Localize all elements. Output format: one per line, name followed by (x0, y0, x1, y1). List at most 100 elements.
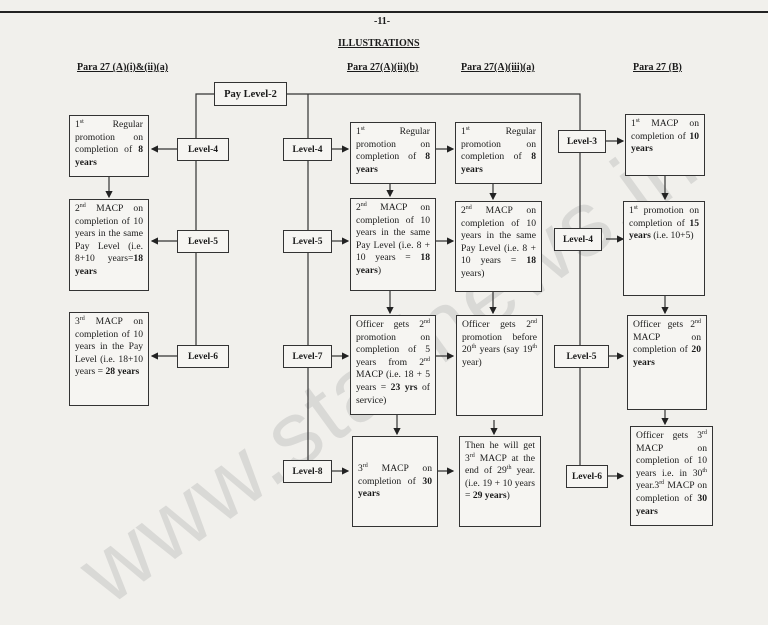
bold-text: 28 years (105, 366, 140, 378)
text-segment: ) (506, 490, 510, 502)
ordinal-suffix: rd (469, 452, 475, 459)
text-segment: of service) (356, 381, 430, 406)
ordinal-suffix: th (702, 467, 707, 474)
illustration-box: 2nd MACP on completion of 10 years in th… (69, 199, 149, 291)
ordinal-suffix: st (360, 125, 365, 132)
ordinal-suffix: th (471, 344, 477, 350)
ordinal-suffix: nd (424, 356, 430, 363)
level-box: Level-4 (554, 228, 602, 251)
text-segment: years (say 19 (476, 344, 533, 356)
illustration-box: 1st MACP on completion of 10 years (625, 114, 705, 176)
ordinal-suffix: rd (79, 315, 85, 322)
illustration-box: 1st Regular promotion on completion of 8… (69, 115, 149, 177)
illustration-box: 3rd MACP on completion of 10 years in th… (69, 312, 149, 406)
bold-text: 30 years (358, 475, 432, 500)
bold-text: 20 years (633, 344, 701, 368)
text-segment: 2 (356, 202, 361, 213)
illustration-box: Officer gets 2nd MACP on completion of 2… (627, 315, 707, 410)
bold-text: 18 (526, 255, 536, 267)
text-segment: 2 (75, 203, 80, 214)
text-segment: MACP on completion of 10 years in the Pa… (75, 316, 143, 378)
level-box: Level-4 (177, 138, 229, 161)
text-segment: (i.e. 10+5) (650, 230, 694, 242)
text-segment: promotion on completion of (629, 205, 699, 229)
text-segment: Officer gets 2 (462, 319, 531, 330)
bold-text: 8 years (461, 151, 536, 175)
level-box: Level-8 (283, 460, 332, 483)
text-segment: Officer gets 3 (636, 430, 702, 441)
ordinal-suffix: rd (702, 429, 707, 436)
text-segment: MACP on completion of 10 years in the sa… (356, 202, 430, 264)
illustration-box: 2nd MACP on completion of 10 years in th… (350, 198, 436, 291)
text-segment: 1 (356, 126, 361, 137)
text-segment: promotion on completion of 5 years from … (356, 331, 430, 368)
text-segment: MACP on completion of (631, 118, 699, 142)
bold-text: 10 years (631, 130, 699, 155)
text-segment: MACP on completion of (358, 463, 432, 487)
text-segment: MACP on completion of (633, 331, 701, 356)
text-segment: 3 (75, 316, 80, 327)
bold-text: 18 years (356, 252, 430, 276)
text-segment: Regular promotion on completion of (75, 119, 143, 156)
text-segment: year.3 (636, 480, 660, 492)
ordinal-suffix: st (633, 204, 638, 211)
bold-text: 8 years (75, 144, 143, 168)
text-segment: Then he will get 3 (465, 440, 535, 464)
ordinal-suffix: nd (360, 201, 367, 208)
text-segment: promotion before 20 (462, 331, 537, 356)
bold-text: 15 years (629, 217, 699, 242)
text-segment: 1 (75, 119, 80, 130)
text-segment: 2 (461, 205, 466, 216)
text-segment: Regular promotion on completion of (461, 126, 536, 163)
level-box: Level-5 (177, 230, 229, 253)
illustration-box: 1st Regular promotion on completion of 8… (455, 122, 542, 184)
text-segment: MACP (i.e. 18 + 5 years = (356, 369, 430, 393)
ordinal-suffix: st (79, 118, 84, 125)
text-segment: MACP on completion of 10 years in the sa… (75, 203, 143, 265)
level-box: Level-4 (283, 138, 332, 161)
para-heading-4: Para 27 (B) (633, 62, 682, 73)
ordinal-suffix: th (506, 465, 512, 471)
text-segment: 3 (358, 463, 363, 474)
page-number: -11- (374, 16, 391, 27)
ordinal-suffix: nd (424, 318, 430, 325)
ordinal-suffix: st (635, 117, 640, 124)
ordinal-suffix: rd (659, 480, 665, 487)
illustration-box: 3rd MACP on completion of 30 years (352, 436, 438, 527)
text-segment: 1 (461, 126, 466, 137)
bold-text: 18 years (75, 253, 143, 277)
text-segment: ) (377, 264, 382, 276)
illustration-box: Then he will get 3rd MACP at the end of … (459, 436, 541, 527)
level-box: Level-5 (554, 345, 609, 368)
pay-level-2-box: Pay Level-2 (214, 82, 287, 106)
top-rule (0, 11, 768, 13)
bold-text: 23 yrs (390, 381, 418, 393)
illustration-box: 1st Regular promotion on completion of 8… (350, 122, 436, 184)
text-segment: MACP on completion of (636, 480, 707, 504)
text-segment: 1 (631, 118, 636, 129)
level-box: Level-6 (177, 345, 229, 368)
ordinal-suffix: nd (531, 318, 537, 325)
illustration-box: Officer gets 2nd promotion before 20th y… (456, 315, 543, 416)
ordinal-suffix: nd (465, 204, 472, 211)
illustration-box: Officer gets 3rd MACP on completion of 1… (630, 426, 713, 526)
ordinal-suffix: st (465, 125, 470, 132)
text-segment: Officer gets 2 (356, 319, 424, 330)
para-heading-3: Para 27(A)(iii)(a) (461, 62, 535, 73)
ordinal-suffix: nd (695, 318, 701, 325)
text-segment: MACP on completion of 10 years in the sa… (461, 205, 536, 267)
para-heading-2: Para 27(A)(ii)(b) (347, 62, 419, 73)
level-box: Level-5 (283, 230, 332, 253)
ordinal-suffix: th (532, 344, 537, 350)
illustration-box: 1st promotion on completion of 15 years … (623, 201, 705, 296)
level-box: Level-3 (558, 130, 606, 153)
text-segment: MACP at the end of 29 (465, 452, 535, 477)
text-segment: Officer gets 2 (633, 319, 695, 330)
level-box: Level-6 (566, 465, 608, 488)
text-segment: 1 (629, 205, 634, 216)
ordinal-suffix: nd (79, 202, 86, 209)
illustration-box: Officer gets 2nd promotion on completion… (350, 315, 436, 415)
ordinal-suffix: rd (362, 462, 368, 469)
level-box: Level-7 (283, 345, 332, 368)
bold-text: 30 years (636, 492, 707, 517)
